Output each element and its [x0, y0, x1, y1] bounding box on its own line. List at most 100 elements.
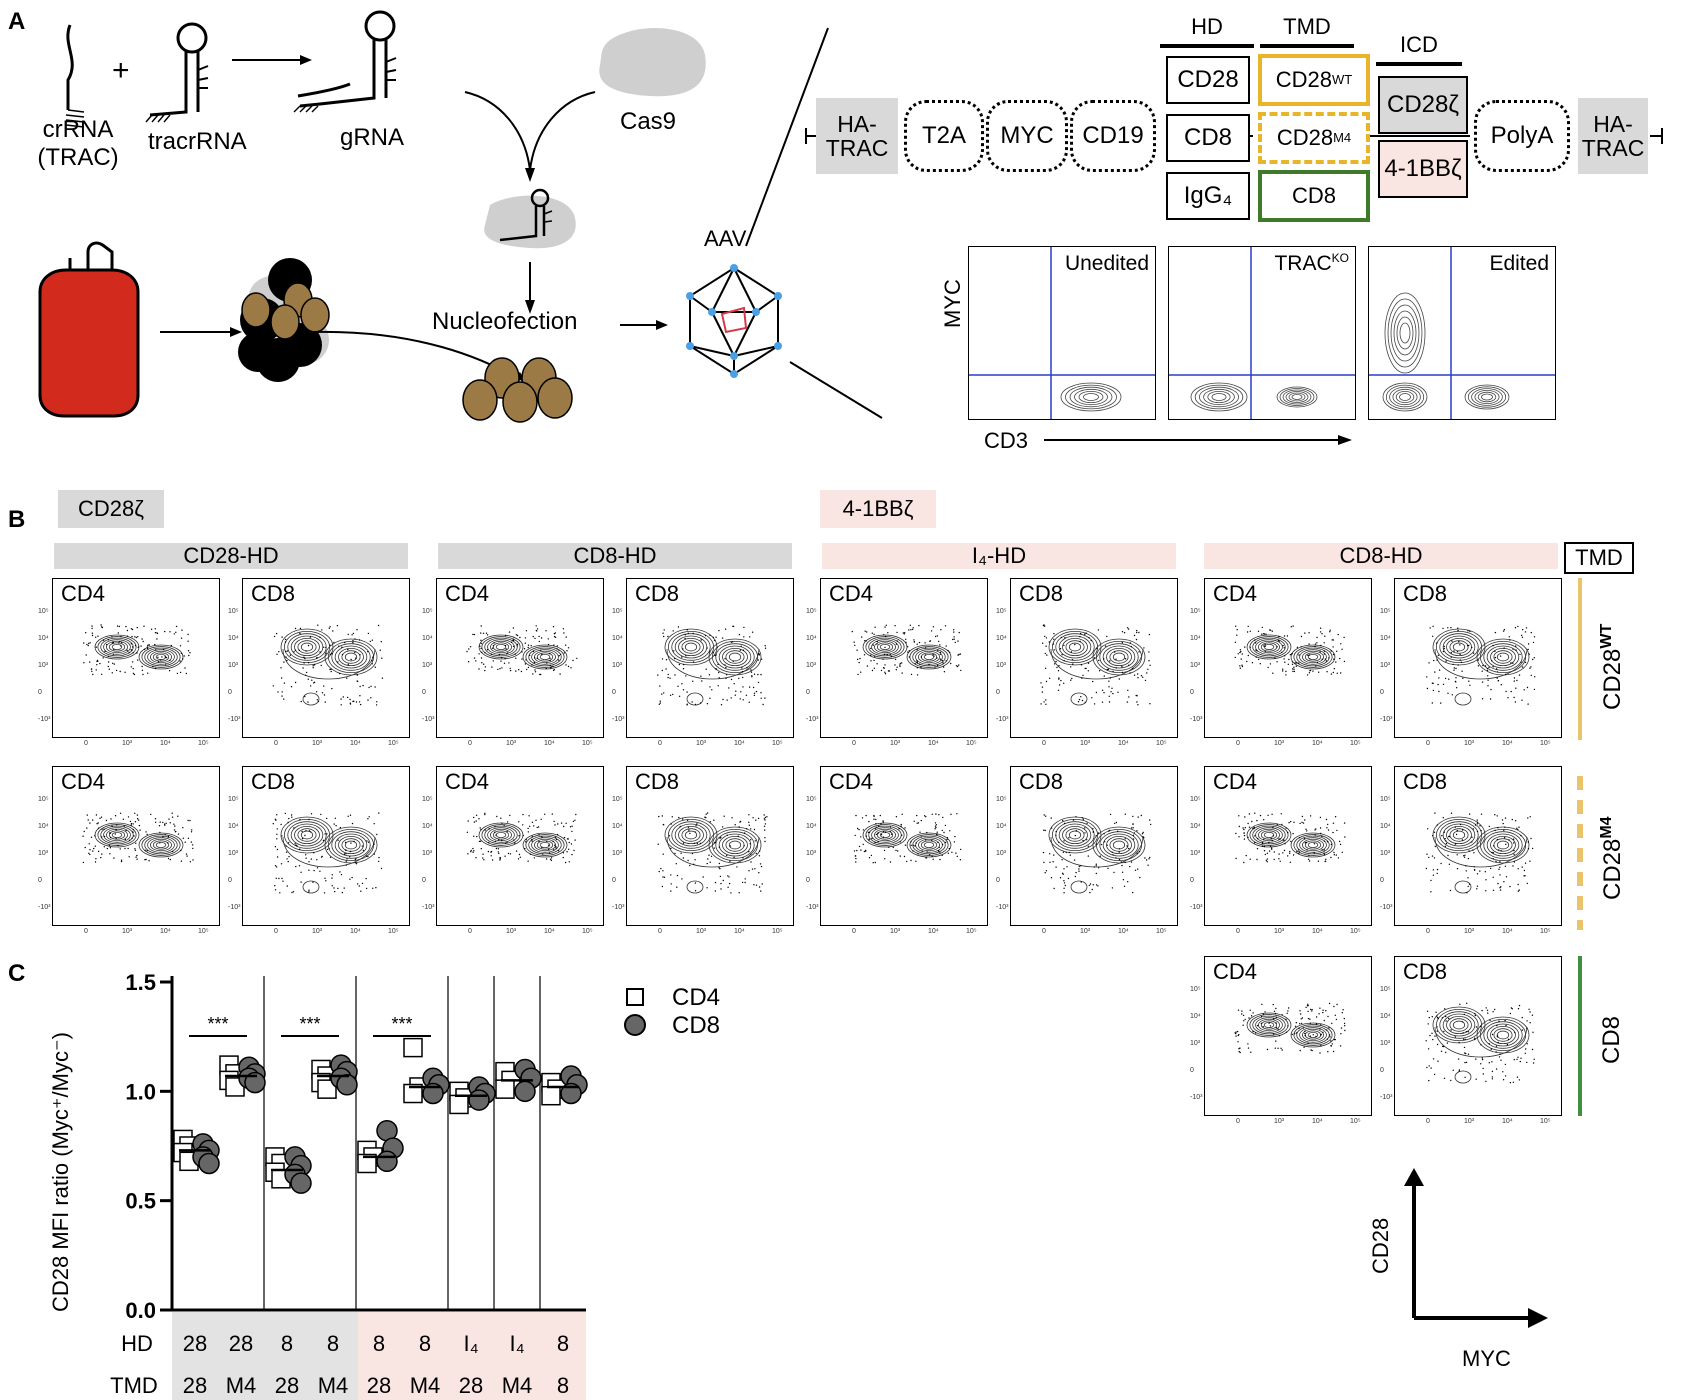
table-hd-cell: 8	[280, 1331, 294, 1356]
flow-b-y-tick: -10³	[1190, 1094, 1203, 1101]
flow-b-y-tick: 10³	[996, 850, 1007, 857]
flow-b-x-tick: 0	[468, 928, 472, 935]
hd-group-2: CD8-HD	[438, 543, 792, 569]
flow-b-x-tick: 10⁵	[1540, 740, 1551, 747]
cd8-point	[422, 1082, 444, 1105]
cd4-point	[219, 1055, 239, 1075]
table-tmd-cell: 28	[182, 1373, 208, 1398]
flow-b-subset-label: CD4	[445, 769, 490, 794]
flow-b-x-tick: 10³	[1464, 740, 1475, 747]
flow-b-y-tick: 10⁵	[612, 796, 623, 803]
flow-b-x-tick: 10³	[1080, 928, 1091, 935]
flow-b-contours	[1040, 624, 1151, 706]
blood-bag	[38, 268, 140, 418]
cd4-point	[455, 1088, 475, 1108]
cd8-point	[382, 1137, 404, 1159]
flow-b-y-tick: -10³	[996, 904, 1009, 911]
flow-b-y-tick: 10⁵	[422, 796, 433, 803]
flow-b-y-tick: 10⁴	[1380, 823, 1391, 830]
flow-b-plot-r1-c5: CD4	[820, 578, 988, 738]
flow-b-y-tick: -10³	[612, 904, 625, 911]
flow-b-y-tick: 10⁵	[228, 796, 239, 803]
table-hd-cell: 28	[182, 1331, 208, 1356]
cd4-point	[173, 1129, 193, 1150]
flow-b-y-tick: 10⁵	[38, 608, 49, 615]
flow-b-subset-label: CD8	[635, 769, 680, 794]
cd4-point	[173, 1142, 193, 1163]
cd8-point	[376, 1150, 398, 1173]
flow-a-contours	[1369, 247, 1555, 419]
significance-stars: ***	[207, 1014, 228, 1034]
plus-sign: +	[112, 54, 130, 87]
flow-b-subset-label: CD8	[1019, 769, 1064, 794]
tmd-m4-text: CD28	[1276, 125, 1334, 151]
flow-b-y-tick: 10³	[228, 850, 239, 857]
cd4-point	[225, 1064, 245, 1084]
flow-b-x-tick: 10⁴	[544, 928, 555, 935]
flow-b-y-tick: 0	[612, 689, 616, 696]
grna-label: gRNA	[340, 124, 405, 151]
flow-b-x-tick: 10⁴	[350, 928, 361, 935]
flow-b-plot-r1-c8: CD8	[1394, 578, 1562, 738]
flow-b-y-tick: 10⁴	[996, 635, 1007, 642]
table-tmd-label: TMD	[110, 1373, 158, 1398]
flow-b-x-tick: 10⁵	[772, 928, 783, 935]
flow-b-y-tick: 10⁵	[1190, 608, 1201, 615]
flow-a-x-axis: CD3	[984, 428, 1029, 453]
tmd-m4-sup: M4	[1333, 130, 1352, 146]
cd8-point	[468, 1076, 490, 1098]
cd8-point	[244, 1063, 266, 1085]
flow-b-x-tick: 0	[1042, 928, 1046, 935]
cd8-point	[422, 1067, 444, 1089]
panel-letter-b: B	[8, 506, 26, 533]
flow-a-plot-3: Edited	[1368, 246, 1556, 420]
cd4-point	[449, 1081, 469, 1102]
cd4-point	[317, 1066, 337, 1086]
crrna-strand	[66, 24, 74, 110]
flow-b-y-tick: 10⁴	[38, 823, 49, 830]
flow-b-y-tick: 0	[228, 689, 232, 696]
arc-right	[529, 91, 596, 171]
flow-b-plot-r1-c1: CD4	[52, 578, 220, 738]
table-bg-cd28z-2	[266, 1312, 358, 1400]
cd4-point	[547, 1079, 567, 1099]
flow-a-plot-title: TRACKO	[1274, 251, 1349, 276]
flow-b-x-tick: 10⁴	[544, 740, 555, 747]
flow-b-x-tick: 10⁵	[198, 740, 209, 747]
flow-a-plot-title: Unedited	[1065, 251, 1149, 276]
flow-b-y-tick: 0	[996, 877, 1000, 884]
flow-b-x-tick: 0	[1426, 928, 1430, 935]
header-hd: HD	[1191, 14, 1223, 39]
cd8-point	[192, 1146, 214, 1168]
icd-41bbz: 4-1BBζ	[1378, 140, 1468, 198]
flow-b-x-tick: 10⁵	[966, 928, 977, 935]
flow-b-x-tick: 10³	[890, 928, 901, 935]
flow-b-y-tick: -10³	[612, 716, 625, 723]
flow-b-x-tick: 10⁵	[1350, 740, 1361, 747]
significance-stars: ***	[391, 1014, 412, 1034]
cd8-point	[514, 1080, 536, 1103]
flow-b-subset-label: CD8	[1403, 581, 1448, 606]
hd-igg4: IgG₄	[1166, 172, 1250, 220]
cd8-point	[376, 1119, 398, 1142]
cd4-point	[271, 1153, 291, 1174]
y-tick-label: 0.0	[125, 1298, 156, 1323]
cd8-point	[468, 1089, 490, 1111]
flow-b-y-tick: 0	[1380, 1067, 1384, 1074]
flow-a-contours	[1169, 247, 1355, 419]
flow-b-y-tick: 0	[422, 689, 426, 696]
flow-b-x-tick: 10³	[1274, 740, 1285, 747]
tmd-wt-sup: WT	[1332, 72, 1353, 88]
row-2-sup: M4	[1598, 816, 1615, 839]
ha-trac-right: HA-TRAC	[1578, 98, 1648, 174]
tmd-cd8: CD8	[1258, 170, 1370, 222]
cd8-point	[192, 1133, 214, 1155]
table-hd-cell: 8	[372, 1331, 386, 1356]
flow-b-y-tick: 10⁴	[228, 823, 239, 830]
flow-b-x-tick: 10⁵	[1350, 1118, 1361, 1125]
flow-b-subset-label: CD8	[1403, 959, 1448, 984]
flow-b-y-tick: 0	[1380, 689, 1384, 696]
flow-b-y-tick: 0	[1380, 877, 1384, 884]
cd8-point	[244, 1071, 266, 1094]
flow-b-y-tick: 10⁴	[806, 823, 817, 830]
